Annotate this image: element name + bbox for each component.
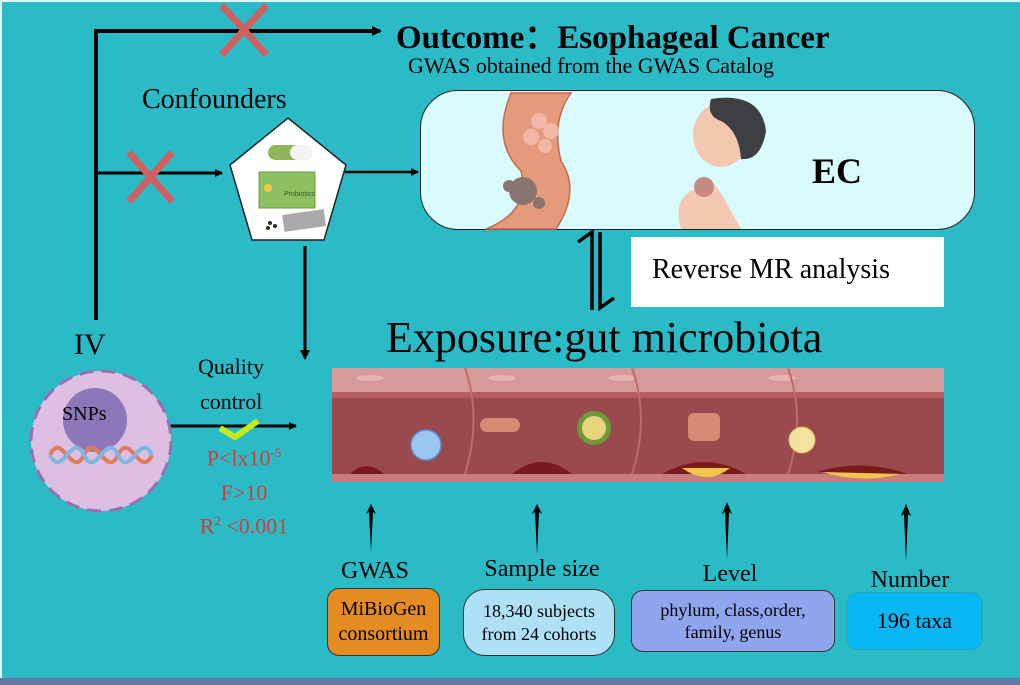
level-heading: Level [702, 561, 758, 587]
outcome-subtitle: GWAS obtained from the GWAS Catalog [408, 53, 774, 78]
confounders-label: Confounders [142, 84, 287, 115]
sample-size-line: 18,340 subjects [482, 601, 595, 621]
cross-icon [219, 3, 269, 57]
exposure-label: Exposure:gut microbiota [386, 313, 823, 362]
number-line: 196 taxa [876, 608, 953, 634]
level-box: phylum, class,order,family, genus [631, 590, 835, 652]
reverse-mr-label: Reverse MR analysis [652, 254, 890, 285]
cross-icon [126, 150, 175, 204]
sample-size-heading: Sample size [484, 556, 600, 582]
intestine-microbiota-icon [332, 368, 944, 482]
gwas-source-line: consortium [338, 623, 429, 645]
gwas-arrow [366, 504, 376, 552]
reverse-mr-box [631, 237, 944, 307]
probiotics-package-text: Probiotics [284, 191, 315, 198]
reverse-arrow-up [576, 228, 594, 310]
outcome-ec-label: EC [812, 151, 863, 191]
number-heading: Number [870, 567, 950, 593]
iv-to-outcome-path [94, 26, 382, 320]
gwas-heading: GWAS [340, 558, 409, 584]
cell-dna-icon [29, 369, 173, 513]
qc-criterion-r2: R2 <0.001 [199, 513, 289, 539]
esophagus-tumor-icon [485, 92, 766, 230]
outcome-box [420, 90, 975, 230]
probiotics-icon: Probiotics [229, 117, 347, 241]
quality-control-label-line1: Quality [198, 354, 264, 379]
number-arrow [901, 504, 911, 562]
gwas-source-box: MiBioGen consortium [327, 588, 440, 656]
sample-size-arrow [532, 504, 542, 555]
bottom-border [0, 678, 1020, 685]
qc-criterion-f: F>10 [220, 480, 268, 505]
patient-neck-tumor-icon [678, 97, 766, 229]
iv-label: IV [74, 328, 106, 361]
gwas-source-line: MiBioGen [340, 598, 427, 620]
level-arrow [722, 502, 732, 560]
level-line: phylum, class,order, [660, 599, 806, 620]
qc-criterion-p: P<lx10-5 [206, 445, 282, 471]
sample-size-line: from 24 cohorts [481, 623, 597, 644]
reverse-arrow-down [598, 232, 616, 312]
level-line: family, genus [684, 622, 782, 642]
number-box: 196 taxa [846, 592, 983, 650]
outcome-title: Outcome：Esophageal Cancer [396, 20, 830, 56]
quality-control-label-line2: control [200, 389, 263, 414]
checkmark-icon [218, 418, 260, 441]
snps-label: SNPs [62, 403, 107, 425]
